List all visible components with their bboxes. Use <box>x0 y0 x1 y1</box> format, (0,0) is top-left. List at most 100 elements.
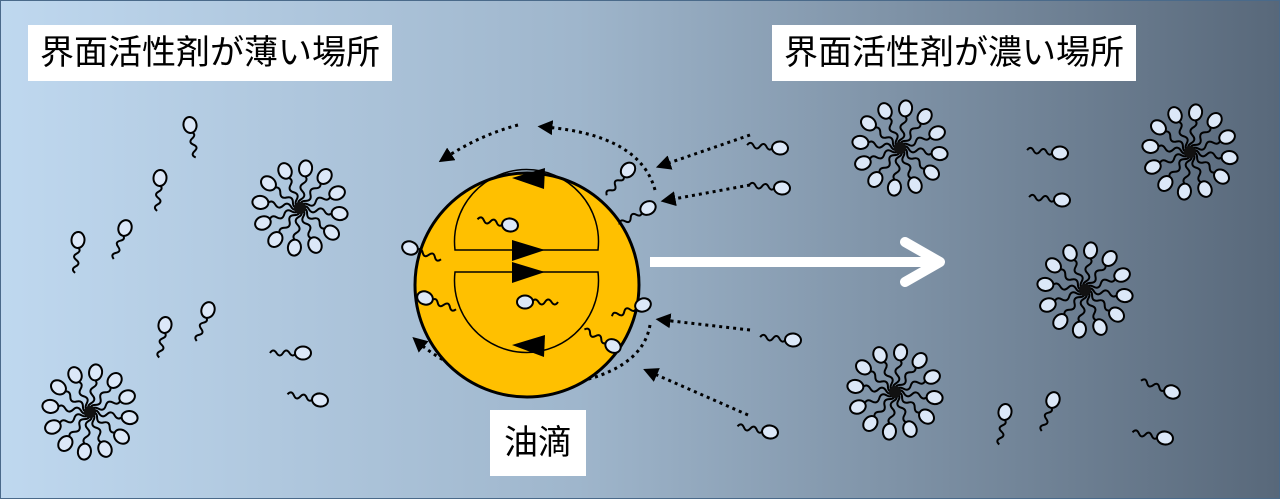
surfactant-molecule <box>41 398 90 415</box>
surfactant-head <box>1052 313 1069 330</box>
surfactant-head <box>881 422 897 441</box>
surfactant-molecule <box>152 169 168 212</box>
surfactant-molecule <box>44 412 91 435</box>
surfactant-head <box>57 435 74 452</box>
surfactant-molecule <box>618 200 657 225</box>
surfactant-head <box>260 175 277 192</box>
surfactant-head <box>860 115 877 132</box>
flow-arrowhead <box>512 240 545 261</box>
surfactant-molecule <box>894 369 941 392</box>
surfactant-molecule <box>182 116 198 159</box>
surfactant-molecule <box>894 352 928 392</box>
surfactant-head <box>267 231 284 248</box>
surfactant-molecule <box>1085 289 1125 323</box>
surfactant-head <box>1213 168 1230 185</box>
surfactant-head <box>604 338 622 354</box>
surfactant-molecule <box>872 346 895 393</box>
oil-droplet <box>413 168 641 399</box>
surfactant-head <box>1220 150 1239 166</box>
dotted-flow-arrow <box>655 133 751 170</box>
surfactant-head <box>872 346 888 364</box>
surfactant-head <box>1092 318 1108 336</box>
surfactant-molecule <box>583 327 622 354</box>
surfactant-molecule <box>50 379 90 413</box>
surfactant-head <box>1108 306 1125 323</box>
surfactant-molecule <box>886 148 903 197</box>
surfactant-head <box>1197 180 1213 198</box>
surfactant-molecule <box>297 159 314 208</box>
dotted-flow-arrow <box>438 123 519 163</box>
surfactant-molecule <box>1039 290 1086 313</box>
surfactant-head <box>76 442 92 461</box>
surfactant-molecule <box>299 168 333 208</box>
surfactant-molecule <box>849 392 896 415</box>
surfactant-head <box>851 134 870 150</box>
surfactant-head <box>1071 320 1087 339</box>
surfactant-head <box>916 108 933 125</box>
surfactant-molecule <box>254 208 301 231</box>
flow-arrowhead <box>512 262 545 283</box>
surfactant-head <box>316 168 333 185</box>
surfactant-molecule <box>1157 152 1191 192</box>
surfactant-molecule <box>89 389 136 412</box>
surfactant-molecule <box>70 231 86 274</box>
surfactant-molecule <box>1190 151 1213 198</box>
surfactant-molecule <box>90 409 139 426</box>
surfactant-head <box>97 440 113 458</box>
surfactant-molecule <box>267 208 301 248</box>
surfactant-head <box>277 162 293 180</box>
surfactant-head <box>113 428 130 445</box>
surfactant-molecule <box>900 145 949 162</box>
surfactant-head <box>1045 257 1062 274</box>
surfactant-molecule <box>851 134 900 151</box>
surfactant-head <box>311 392 329 408</box>
surfactant-head <box>50 379 67 396</box>
surfactant-head <box>771 140 789 156</box>
surfactant-molecule <box>1085 287 1134 304</box>
surfactant-molecule <box>759 332 802 348</box>
surfactant-molecule <box>1052 290 1086 330</box>
micelle <box>1141 103 1239 201</box>
surfactant-molecule <box>260 175 300 209</box>
surfactant-molecule <box>855 359 895 393</box>
surfactant-molecule <box>611 297 652 317</box>
surfactant-head <box>1083 241 1099 260</box>
dotted-flow-arrow <box>502 324 652 398</box>
surfactant-head <box>886 178 902 197</box>
surfactant-head <box>330 206 349 222</box>
surfactant-head <box>106 372 123 389</box>
surfactant-head <box>923 164 940 181</box>
motion-arrow <box>650 237 945 287</box>
surfactant-head <box>1053 192 1071 208</box>
surfactant-molecule <box>90 411 113 458</box>
surfactant-head <box>997 403 1013 421</box>
surfactant-molecule <box>1085 289 1108 336</box>
surfactant-molecule <box>1071 290 1088 339</box>
surfactant-head <box>120 410 139 426</box>
internal-flow-upper <box>453 168 600 251</box>
surfactant-head <box>925 390 944 406</box>
surfactant-molecule <box>67 366 90 413</box>
surfactant-head <box>619 161 637 179</box>
surfactant-molecule <box>90 411 130 445</box>
surfactant-head <box>902 420 918 438</box>
micelle <box>41 363 139 461</box>
surfactant-head <box>307 236 323 254</box>
surfactant-molecule <box>57 412 91 452</box>
surfactant-molecule <box>1189 112 1223 152</box>
surfactant-head <box>1101 250 1118 267</box>
surfactant-head <box>157 316 173 334</box>
surfactant-head <box>761 424 779 440</box>
micelle <box>1036 241 1134 339</box>
surfactants <box>41 99 1239 461</box>
surfactant-molecule <box>87 363 104 412</box>
surfactant-molecule <box>476 216 519 233</box>
surfactant-head <box>898 99 914 118</box>
surfactant-head <box>152 169 168 187</box>
surfactant-head <box>501 217 519 233</box>
label-high-concentration: 界面活性剤が濃い場所 <box>772 25 1136 81</box>
surfactant-molecule <box>996 403 1013 446</box>
surfactant-molecule <box>892 343 909 392</box>
surfactant-head <box>251 194 270 210</box>
